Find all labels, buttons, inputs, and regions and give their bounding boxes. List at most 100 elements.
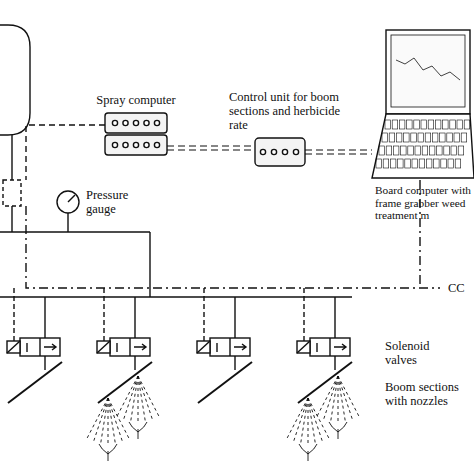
key [419, 159, 425, 168]
signal-cable [167, 146, 255, 150]
key [428, 120, 434, 129]
spray-jet [308, 398, 323, 444]
part-label: Solenoid valves [385, 339, 455, 367]
key [392, 120, 398, 129]
cable-line [305, 153, 372, 154]
key [401, 146, 407, 155]
spray-jet [138, 376, 139, 424]
branch-pipe [44, 297, 45, 338]
key [418, 133, 424, 142]
valve-body [210, 338, 250, 356]
weed-plant [329, 422, 347, 439]
spray-jet [108, 398, 116, 445]
spray-jet [338, 376, 339, 424]
key [405, 159, 411, 168]
spray-jet [123, 376, 138, 422]
spray-jet [108, 398, 123, 444]
valve-divider [129, 338, 130, 356]
key [443, 120, 449, 129]
key [398, 159, 404, 168]
boom-section [98, 362, 152, 403]
valve-divider [329, 338, 330, 356]
screen-graph [396, 58, 460, 80]
valve-body [310, 338, 350, 356]
key [412, 159, 418, 168]
key [385, 120, 391, 129]
branch-pipe [234, 297, 235, 338]
keys [376, 120, 470, 168]
spray-jet [338, 376, 353, 422]
spray-jet [308, 398, 309, 446]
part-label: Boom sections with nozzles [385, 380, 473, 408]
control-wire [103, 288, 104, 341]
part-label: Pressure gauge [86, 188, 146, 216]
knob [154, 120, 159, 125]
signal-cable [305, 150, 372, 154]
key [383, 159, 389, 168]
gauge-stem [67, 213, 68, 232]
pipe [11, 135, 12, 180]
device-label: Control unit for boom sections and herbi… [229, 90, 345, 132]
key [444, 146, 450, 155]
key [432, 133, 438, 142]
key [407, 120, 413, 129]
boom-section [298, 362, 352, 403]
key [464, 120, 470, 129]
spray-jet [108, 398, 109, 446]
spray-jet [93, 398, 108, 444]
valve-flow [116, 343, 117, 352]
spray-jet [108, 398, 130, 441]
spray-jet [138, 376, 160, 419]
pipe [11, 206, 12, 232]
solenoid-mark [7, 341, 20, 353]
device-node: Spray computer [105, 113, 167, 155]
main-pipe [0, 296, 352, 297]
laptop-keyboard [372, 114, 474, 178]
sprays [86, 376, 360, 461]
valve-flow [316, 343, 317, 352]
spray-jet [138, 376, 153, 422]
solenoid [7, 341, 20, 353]
key [458, 146, 464, 155]
knob [293, 149, 298, 154]
key [396, 133, 402, 142]
key [448, 159, 454, 168]
spray-jet [308, 398, 330, 441]
valve-divider [39, 338, 40, 356]
spray-computer-device [105, 135, 167, 155]
key [441, 159, 447, 168]
key [390, 159, 396, 168]
knob [123, 120, 128, 125]
solenoid [197, 341, 210, 353]
key [437, 146, 443, 155]
cable-line [167, 149, 255, 150]
solenoid-mark [297, 341, 310, 353]
key [451, 146, 457, 155]
solenoid-mark [197, 341, 210, 353]
control-wire [203, 288, 204, 341]
control-wire [419, 180, 420, 288]
feed-pipe [44, 356, 45, 370]
spray-jet [286, 398, 308, 441]
key [382, 133, 388, 142]
control-wire [26, 125, 105, 180]
valve-divider [229, 338, 230, 356]
boom-section [198, 362, 252, 403]
device-label: Board computer with frame grabber weed t… [375, 184, 473, 222]
knob [144, 142, 149, 147]
key [379, 146, 385, 155]
control-wire [13, 288, 14, 341]
key [414, 120, 420, 129]
key [393, 146, 399, 155]
spray-computer-device [105, 113, 167, 133]
knob [112, 120, 117, 125]
valve-arrow [44, 344, 56, 350]
valve-flow [26, 343, 27, 352]
knob [271, 149, 276, 154]
valve-body [110, 338, 150, 356]
valve-assembly [197, 288, 252, 403]
spray-jet [138, 376, 146, 423]
key [389, 133, 395, 142]
pipe [149, 232, 150, 297]
